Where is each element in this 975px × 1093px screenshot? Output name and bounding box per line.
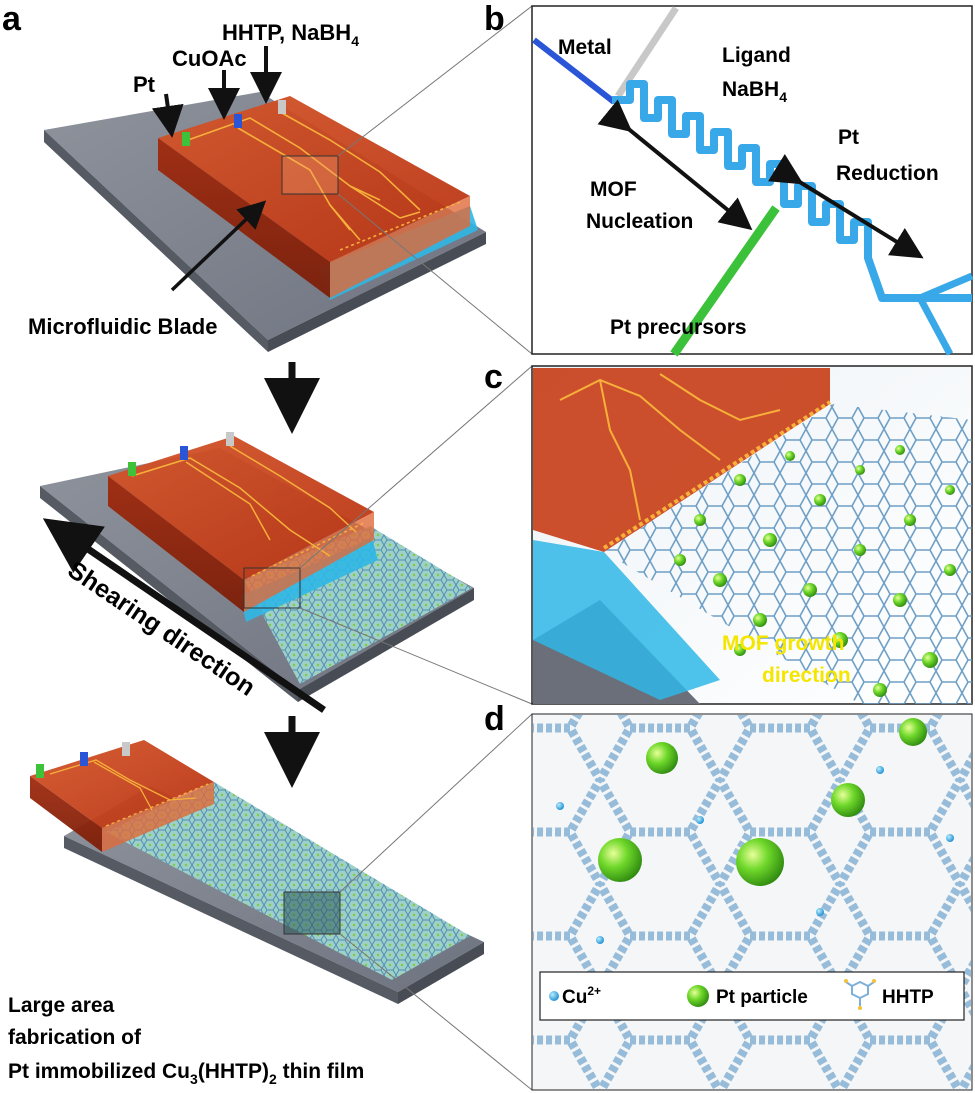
blade-1-front [330,196,470,298]
label-mof: MOF [590,178,637,201]
inlet-hhtp-2 [226,432,234,446]
cu-sites-d [556,766,954,944]
label-growth-direction: direction [762,664,851,687]
channel-network-2 [131,445,367,577]
label-pt-b: Pt [838,126,859,149]
inlet-pt-3 [36,764,44,778]
panel-letter-b: b [484,0,505,38]
mof-film-c [604,404,972,704]
channel-network-c [559,373,832,550]
inlet-hhtp-1 [278,100,286,114]
arrow-reduction [767,153,924,259]
inlet-cu-1 [234,114,242,128]
panel-b [531,5,974,357]
pt-particles-d [598,718,927,886]
legend-hhtp-icon [844,979,876,1010]
panel-c [531,365,973,705]
inlet-cu-3 [80,752,88,766]
substrate-3-edge2 [398,942,484,1004]
substrate-1-edge2 [268,232,486,352]
blade-2-front [244,512,374,612]
substrate-1-edge [44,130,268,352]
panel-letter-a: a [2,0,22,38]
panel-d [531,713,973,1091]
inlet-hhtp-3 [122,742,130,756]
label-pt-precursors: Pt precursors [610,316,747,339]
zoom-box-c [243,567,301,609]
arrow-pt-inlet [151,93,184,138]
pt-particles-c [674,445,956,697]
mof-lattice-d [533,715,971,1089]
zoom-box-d [283,891,341,935]
label-cuoac: CuOAc [172,46,247,71]
svg-text:Pt immobilized Cu3(HHTP)2 thin: Pt immobilized Cu3(HHTP)2 thin film [8,1060,364,1087]
metal-channel [532,37,616,105]
label-hhtp-nabh: HHTP, NaBH4 [222,20,359,49]
blade-1-top [158,96,470,262]
blade-2-top [108,436,374,580]
panel-a-arrows [42,46,326,788]
legend-hhtp-label: HHTP [882,987,934,1008]
zoom-connectors [299,5,533,1091]
substrate-2-edge2 [298,588,474,702]
precursor-channel [670,205,780,357]
label-reduction: Reduction [836,162,939,185]
label-nucleation: Nucleation [586,210,693,233]
legend-box [539,971,965,1021]
inlet-pt-2 [128,462,136,476]
substrate-3-edge [64,836,398,1004]
arrow-shearing [42,518,326,713]
label-ligand: Ligand [722,44,791,67]
legend-cu-icon [549,991,559,1001]
caption-large-area: Large area fabrication of Pt immobilized… [8,994,364,1087]
legend-cu-label: Cu2+ [562,984,601,1008]
label-microfluidic-blade: Microfluidic Blade [28,314,217,339]
branch-up [918,272,974,302]
arrow-nucleation [597,99,753,231]
blade-3-top [30,740,214,828]
liquid-c [533,540,720,700]
svg-text:fabrication of: fabrication of [8,1026,142,1049]
label-mof-growth: MOF growth [722,632,844,655]
arrow-blade-label [170,200,267,292]
panel-a-device-3 [30,740,484,1004]
channel-network-1 [187,111,461,251]
label-nabh4: NaBH4 [722,78,787,105]
blade-2-side [108,476,244,612]
liquid-2 [240,538,378,622]
blade-3-side [30,776,102,852]
panel-letter-d: d [484,700,505,738]
legend-pt-label: Pt particle [716,987,808,1008]
zoom-box-b [281,155,339,195]
branch-down [916,296,954,356]
inlet-pt-1 [182,132,190,146]
inlet-cu-2 [180,446,188,460]
film-3 [106,782,470,980]
svg-text:Large area: Large area [8,994,115,1017]
label-metal: Metal [558,36,612,59]
panel-letter-c: c [484,358,503,396]
legend-pt-icon [687,985,709,1007]
blade-3-front [102,782,214,852]
panel-a-device-1 [44,92,486,352]
label-pt-a: Pt [133,72,156,97]
